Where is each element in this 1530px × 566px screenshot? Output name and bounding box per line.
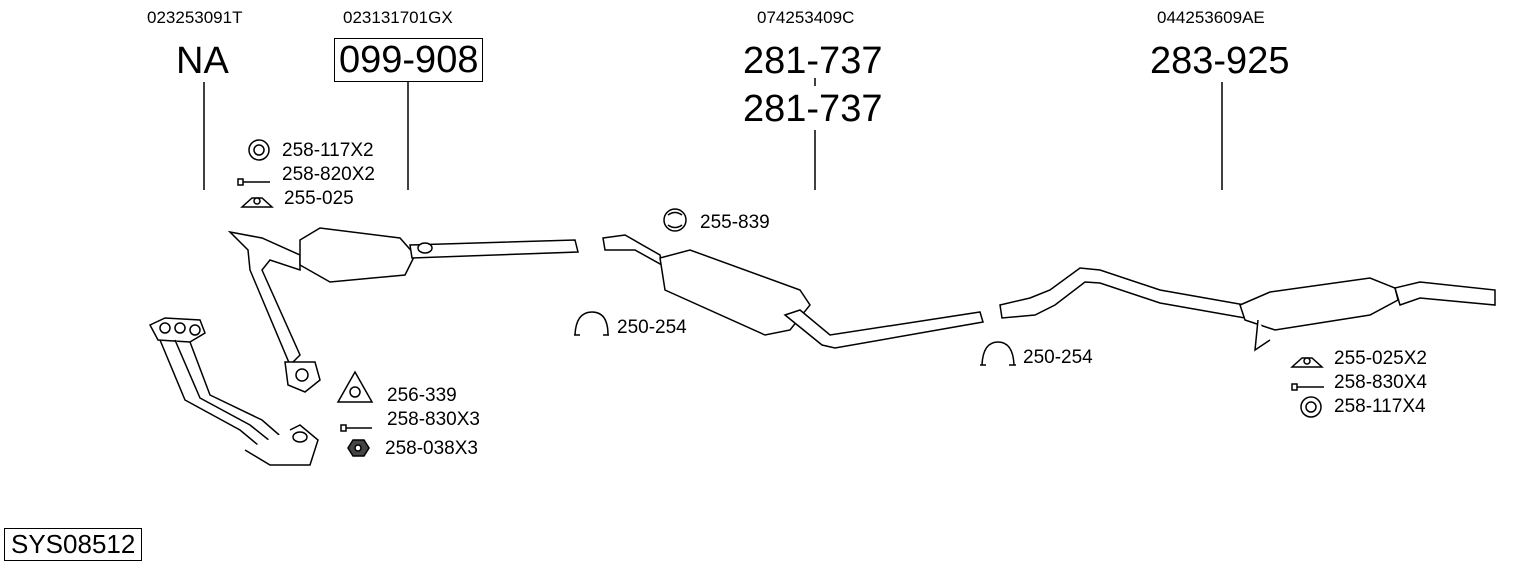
oem-number-front-pipe: 023253091T [147,8,243,27]
catalyst-drawing [227,227,579,393]
ring-icon [248,139,270,161]
label-front-gasket[interactable]: 256-339 [387,385,457,406]
label-rear-ring[interactable]: 258-117X4 [1334,396,1426,417]
rear-silencer-drawing [999,267,1496,352]
part-number-middle-silencer-1[interactable]: 281-737 [743,40,883,82]
bolt-icon [237,178,270,186]
oem-number-catalyst: 023131701GX [343,8,453,27]
middle-silencer-drawing [602,234,984,349]
ring-icon [1300,396,1322,418]
label-rear-hanger[interactable]: 255-025X2 [1334,348,1427,369]
label-cat-hanger[interactable]: 255-025 [284,188,354,209]
label-front-nut[interactable]: 258-038X3 [385,438,478,459]
rubber-mount-icon [663,208,687,232]
part-number-rear-silencer[interactable]: 283-925 [1150,40,1290,82]
part-number-front-pipe[interactable]: NA [176,40,229,82]
bolt-icon [1291,383,1324,391]
system-code: SYS08512 [4,528,143,561]
gasket-icon [336,370,374,403]
oem-number-middle-silencer: 074253409C [757,8,855,27]
bolt-icon [340,424,372,432]
label-cat-bolt[interactable]: 258-820X2 [282,164,375,185]
oem-number-rear-silencer: 044253609AE [1157,8,1265,27]
label-mid-clamp[interactable]: 250-254 [617,317,687,338]
label-cat-ring[interactable]: 258-117X2 [282,140,374,161]
nut-icon [347,439,370,457]
part-number-catalyst[interactable]: 099-908 [334,38,484,82]
part-number-middle-silencer-2[interactable]: 281-737 [743,88,883,130]
clamp-icon [980,341,1016,366]
hanger-icon [240,197,274,208]
label-rear-clamp[interactable]: 250-254 [1023,347,1093,368]
clamp-icon [574,311,609,336]
label-front-bolt[interactable]: 258-830X3 [387,409,480,430]
hanger-icon [1290,357,1324,368]
front-pipe-drawing [148,317,319,466]
label-mid-rubber[interactable]: 255-839 [700,212,770,233]
label-rear-bolt[interactable]: 258-830X4 [1334,372,1427,393]
